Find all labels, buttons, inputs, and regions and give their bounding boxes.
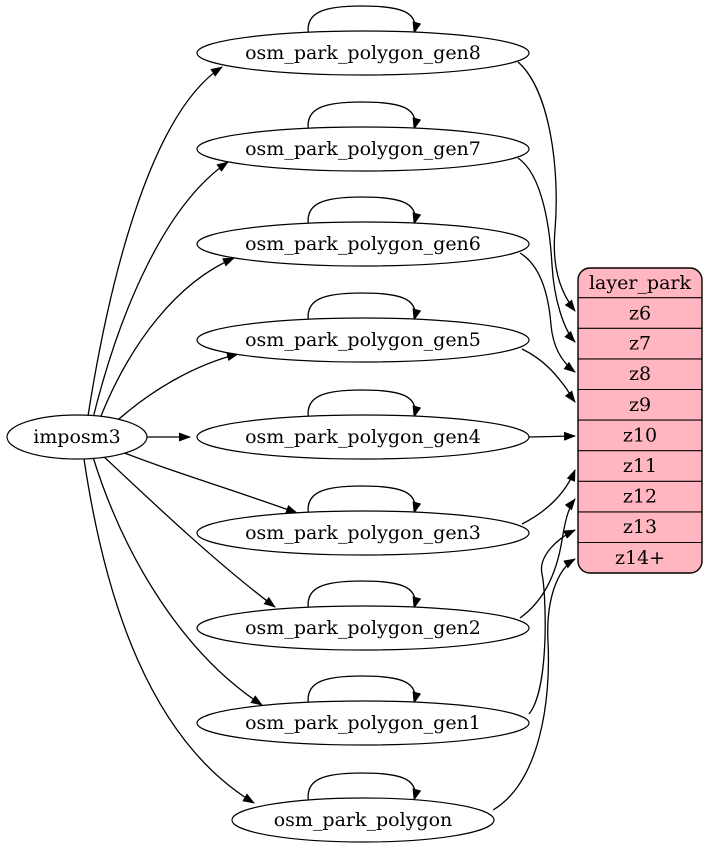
- gen5-ellipse: [196, 317, 530, 363]
- self-loop-osm_park_polygon: [307, 772, 422, 805]
- node-osm_park_polygon: osm_park_polygon: [231, 797, 495, 843]
- row-z14plus: z14+: [615, 547, 665, 569]
- node-layer_park: layer_park z6 z7 z8 z9 z10 z11 z12 z13 z…: [577, 267, 703, 574]
- node-imposm3: imposm3: [6, 414, 148, 460]
- edge-gen2-to-z12: [519, 498, 576, 619]
- node-osm_park_polygon_gen5: osm_park_polygon_gen5: [196, 317, 530, 363]
- row-z8: z8: [629, 363, 651, 385]
- node-osm_park_polygon_gen6: osm_park_polygon_gen6: [196, 221, 530, 267]
- self-loop-gen2: [307, 580, 422, 613]
- row-z13: z13: [623, 516, 657, 538]
- row-z11: z11: [623, 455, 657, 477]
- osm_park_polygon-label: osm_park_polygon: [274, 809, 453, 831]
- self-loop-gen6: [307, 196, 422, 229]
- gen2-label: osm_park_polygon_gen2: [245, 617, 481, 639]
- gen7-label: osm_park_polygon_gen7: [245, 138, 481, 160]
- edge-imposm3-to-gen6: [98, 257, 235, 422]
- edge-imposm3-to-gen1: [92, 456, 263, 706]
- edge-gen6-to-z8: [519, 252, 576, 373]
- edge-imposm3-to-gen2: [100, 453, 276, 608]
- node-osm_park_polygon_gen1: osm_park_polygon_gen1: [196, 700, 530, 746]
- gen7-ellipse: [196, 126, 530, 172]
- gen6-ellipse: [196, 221, 530, 267]
- row-z9: z9: [629, 394, 651, 416]
- self-loop-gen8: [307, 5, 422, 38]
- node-osm_park_polygon_gen8: osm_park_polygon_gen8: [196, 30, 530, 76]
- edge-gen3-to-z11: [521, 469, 576, 525]
- edge-imposm3-to-gen5: [109, 352, 239, 428]
- gen8-ellipse: [196, 30, 530, 76]
- edge-imposm3-to-gen8: [87, 66, 223, 417]
- node-osm_park_polygon_gen2: osm_park_polygon_gen2: [196, 605, 530, 651]
- self-loop-gen1: [307, 675, 422, 708]
- gen8-label: osm_park_polygon_gen8: [245, 42, 481, 64]
- gen6-label: osm_park_polygon_gen6: [245, 233, 481, 255]
- gen2-ellipse: [196, 605, 530, 651]
- gen1-label: osm_park_polygon_gen1: [245, 712, 481, 734]
- gen3-ellipse: [196, 510, 530, 556]
- gen4-ellipse: [196, 414, 530, 460]
- self-loop-gen5: [307, 292, 422, 325]
- osm_park_polygon-ellipse: [231, 797, 495, 843]
- edge-gen5-to-z9: [521, 348, 576, 403]
- row-z7: z7: [629, 333, 651, 355]
- self-loop-gen3: [307, 485, 422, 518]
- self-loop-gen7: [307, 101, 422, 134]
- edge-gen7-to-z7: [517, 157, 576, 343]
- gen1-ellipse: [196, 700, 530, 746]
- row-z12: z12: [623, 486, 657, 508]
- gen3-label: osm_park_polygon_gen3: [245, 522, 481, 544]
- imposm3-ellipse: [6, 414, 148, 460]
- edge-imposm3-to-gen7: [92, 161, 229, 419]
- edge-gen1-to-z13: [528, 529, 576, 715]
- self-loop-gen4: [307, 389, 422, 422]
- row-z6: z6: [629, 302, 651, 324]
- layer_park-title: layer_park: [589, 272, 692, 294]
- node-osm_park_polygon_gen3: osm_park_polygon_gen3: [196, 510, 530, 556]
- edge-gen4-to-z10: [528, 431, 576, 441]
- row-z10: z10: [623, 424, 657, 446]
- gen4-label: osm_park_polygon_gen4: [245, 426, 481, 448]
- node-osm_park_polygon_gen4: osm_park_polygon_gen4: [196, 414, 530, 460]
- edge-gen8-to-z6: [517, 61, 576, 312]
- edge-imposm3-to-gen3: [111, 447, 298, 514]
- node-osm_park_polygon_gen7: osm_park_polygon_gen7: [196, 126, 530, 172]
- edge-imposm3-to-osm_park_polygon: [83, 458, 255, 804]
- imposm3-label: imposm3: [33, 426, 121, 448]
- edge-osm_park_polygon-to-z14plus: [492, 558, 576, 811]
- edges-group: [83, 5, 576, 811]
- gen5-label: osm_park_polygon_gen5: [245, 329, 481, 351]
